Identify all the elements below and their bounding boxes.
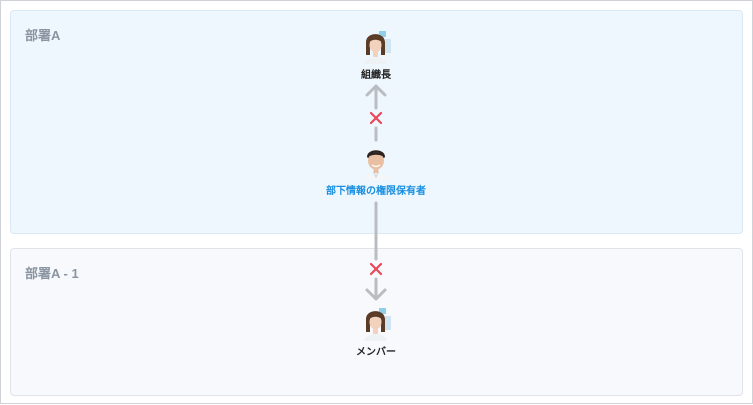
edge-holder-to-leader [365,84,387,142]
edge-holder-to-member [365,201,387,301]
department-label: 部署A [25,28,61,43]
department-label: 部署A - 1 [25,266,79,281]
node-label: メンバー [356,347,396,358]
node-member: メンバー [296,305,456,358]
woman-avatar-icon [364,31,391,64]
cross-icon [369,111,383,125]
cross-icon [369,262,383,276]
woman-avatar-icon [364,308,391,341]
node-leader: 組織長 [296,28,456,81]
department-a-1-box: 部署A - 1 [10,248,743,396]
node-label: 部下情報の権限保有者 [326,186,426,197]
arrow-down-icon [365,288,387,301]
node-label: 組織長 [361,70,391,81]
node-permission-holder: 部下情報の権限保有者 [296,144,456,197]
arrow-up-icon [365,84,387,97]
man-avatar-icon [363,150,389,180]
